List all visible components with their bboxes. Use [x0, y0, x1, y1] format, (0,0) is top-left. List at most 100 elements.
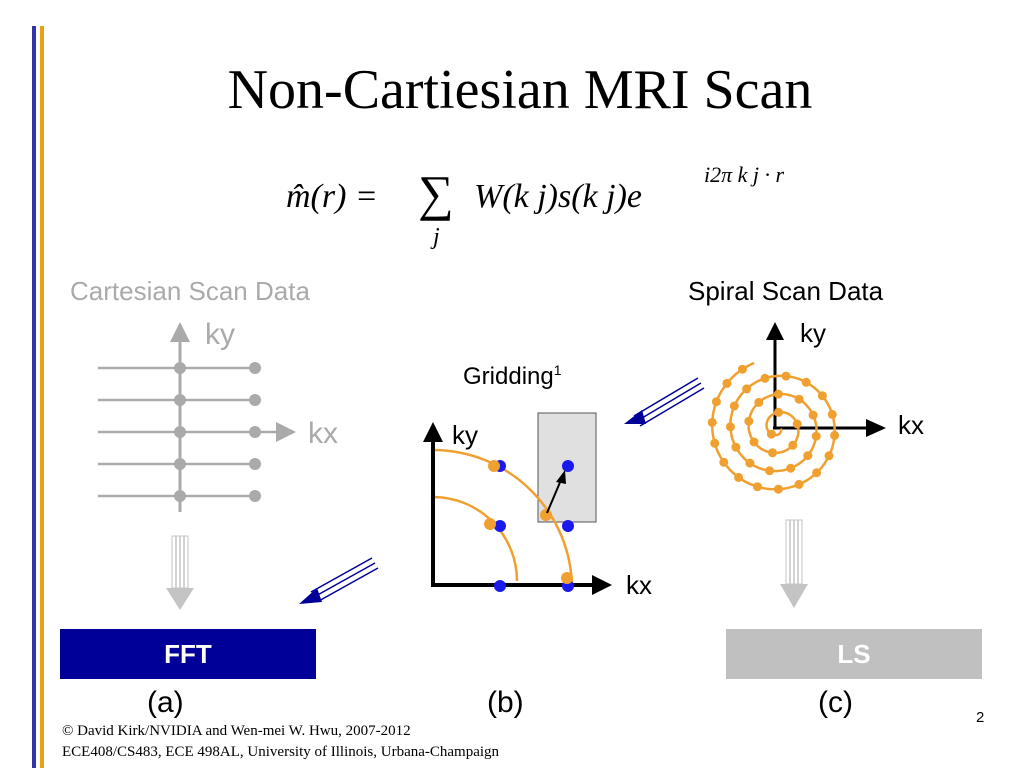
- sample-point: [249, 490, 261, 502]
- gridding-label: Gridding1: [463, 362, 562, 391]
- spiral-sample-point: [817, 391, 827, 401]
- spiral-sample-point: [729, 401, 739, 411]
- spiral-diagram: [707, 322, 886, 494]
- spiral-sample-point: [773, 389, 783, 399]
- cartesian-down-arrow-icon: [166, 535, 194, 610]
- spiral-sample-point: [824, 451, 834, 461]
- gridding-label-text: Gridding: [463, 363, 554, 390]
- spiral-down-arrow-icon: [780, 519, 808, 608]
- spiral-scan-label: Spiral Scan Data: [688, 276, 884, 306]
- cartesian-ky-label: ky: [205, 318, 235, 351]
- spiral-sample-point: [731, 442, 741, 452]
- spiral-sample-point: [707, 417, 717, 427]
- spiral-sample-point: [774, 407, 783, 417]
- sample-point: [249, 458, 261, 470]
- spiral-sample-point: [737, 364, 747, 374]
- spiral-sample-point: [788, 440, 798, 450]
- spiral-sample-point: [792, 419, 802, 429]
- spiral-sample-point: [734, 472, 744, 482]
- gridding-arc-inner: [432, 495, 519, 582]
- grid-point: [562, 460, 574, 472]
- caption-a: (a): [147, 686, 184, 719]
- spiral-sample-point: [808, 410, 818, 420]
- footer-course: ECE408/CS483, ECE 498AL, University of I…: [62, 744, 500, 760]
- gridding-spiral-samples: [484, 460, 573, 584]
- formula: m̂(r) = ∑ j W(k j)s(k j)e i2π k j · r: [286, 160, 826, 260]
- fft-box: FFT: [60, 629, 316, 679]
- spiral-sample-point: [754, 397, 764, 407]
- gridding-interp-arrow-icon: [556, 470, 566, 484]
- gridding-ky-label: ky: [452, 420, 478, 450]
- formula-exponent: i2π k j · r: [704, 162, 785, 187]
- spiral-sample-point: [711, 397, 721, 407]
- spiral-sample-point: [765, 466, 775, 476]
- spiral-kx-label: kx: [898, 410, 924, 440]
- sample-point: [174, 458, 186, 470]
- spiral-sample-point: [803, 451, 813, 461]
- gridding-arc-outer: [432, 448, 574, 590]
- spiral-sample-point: [781, 371, 791, 381]
- spiral-sample-point: [744, 416, 754, 426]
- spiral-kx-arrow-icon: [866, 419, 886, 437]
- sum-symbol-icon: ∑: [418, 165, 454, 221]
- slide-title: Non-Cartiesian MRI Scan: [227, 59, 813, 121]
- spiral-sample-point: [722, 378, 732, 388]
- grid-point: [562, 520, 574, 532]
- cartesian-kx-arrow-icon: [276, 422, 296, 442]
- spiral-sample-point: [794, 479, 804, 489]
- spiral-sample-point: [540, 509, 552, 521]
- spiral-sample-point: [725, 422, 735, 432]
- gridding-interp-line: [546, 479, 562, 514]
- spiral-sample-point: [768, 448, 777, 458]
- sample-point: [249, 426, 261, 438]
- spiral-sample-point: [830, 430, 840, 440]
- gridding-kx-label: kx: [626, 570, 652, 600]
- spiral-sample-point: [484, 518, 496, 530]
- spiral-sample-point: [812, 468, 822, 478]
- sample-point: [249, 394, 261, 406]
- accent-bar-blue: [32, 26, 36, 768]
- accent-bar-orange: [40, 26, 44, 768]
- gridding-kx-arrow-icon: [592, 575, 612, 595]
- spiral-ky-arrow-icon: [766, 322, 784, 340]
- grid-point: [494, 580, 506, 592]
- sample-point: [174, 490, 186, 502]
- spiral-sample-point: [488, 460, 500, 472]
- gridding-superscript: 1: [553, 362, 562, 378]
- page-number: 2: [976, 709, 985, 726]
- spiral-sample-point: [801, 377, 811, 387]
- spiral-sample-point: [766, 429, 776, 439]
- spiral-sample-point: [749, 437, 759, 447]
- spiral-sample-points: [707, 364, 840, 494]
- gridding-to-fft-arrow-icon: [299, 557, 379, 604]
- cartesian-kx-label: kx: [308, 417, 338, 450]
- spiral-sample-point: [742, 384, 752, 394]
- fft-label: FFT: [164, 638, 212, 669]
- formula-sum-index: j: [433, 224, 440, 250]
- sample-point: [249, 362, 261, 374]
- spiral-to-gridding-arrow-icon: [624, 377, 705, 427]
- sample-point: [174, 426, 186, 438]
- spiral-sample-point: [719, 457, 729, 467]
- ls-box: LS: [726, 629, 982, 679]
- spiral-sample-point: [561, 572, 573, 584]
- formula-lhs: m̂(r) =: [286, 178, 378, 215]
- spiral-sample-point: [773, 484, 783, 494]
- spiral-sample-point: [811, 431, 821, 441]
- sample-point: [174, 394, 186, 406]
- spiral-sample-point: [710, 438, 720, 448]
- gridding-diagram: [423, 412, 612, 595]
- spiral-sample-point: [745, 458, 755, 468]
- gridding-ky-arrow-icon: [423, 422, 443, 442]
- spiral-sample-point: [794, 394, 804, 404]
- gridding-grid-points: [494, 460, 574, 592]
- caption-b: (b): [487, 686, 524, 719]
- sample-point: [174, 362, 186, 374]
- grid-point: [494, 520, 506, 532]
- spiral-sample-point: [827, 409, 837, 419]
- cartesian-scan-label: Cartesian Scan Data: [70, 276, 310, 306]
- spiral-ky-label: ky: [800, 318, 826, 348]
- cartesian-sample-points: [174, 362, 261, 502]
- formula-rhs: W(k j)s(k j)e: [474, 178, 643, 215]
- caption-c: (c): [818, 686, 853, 719]
